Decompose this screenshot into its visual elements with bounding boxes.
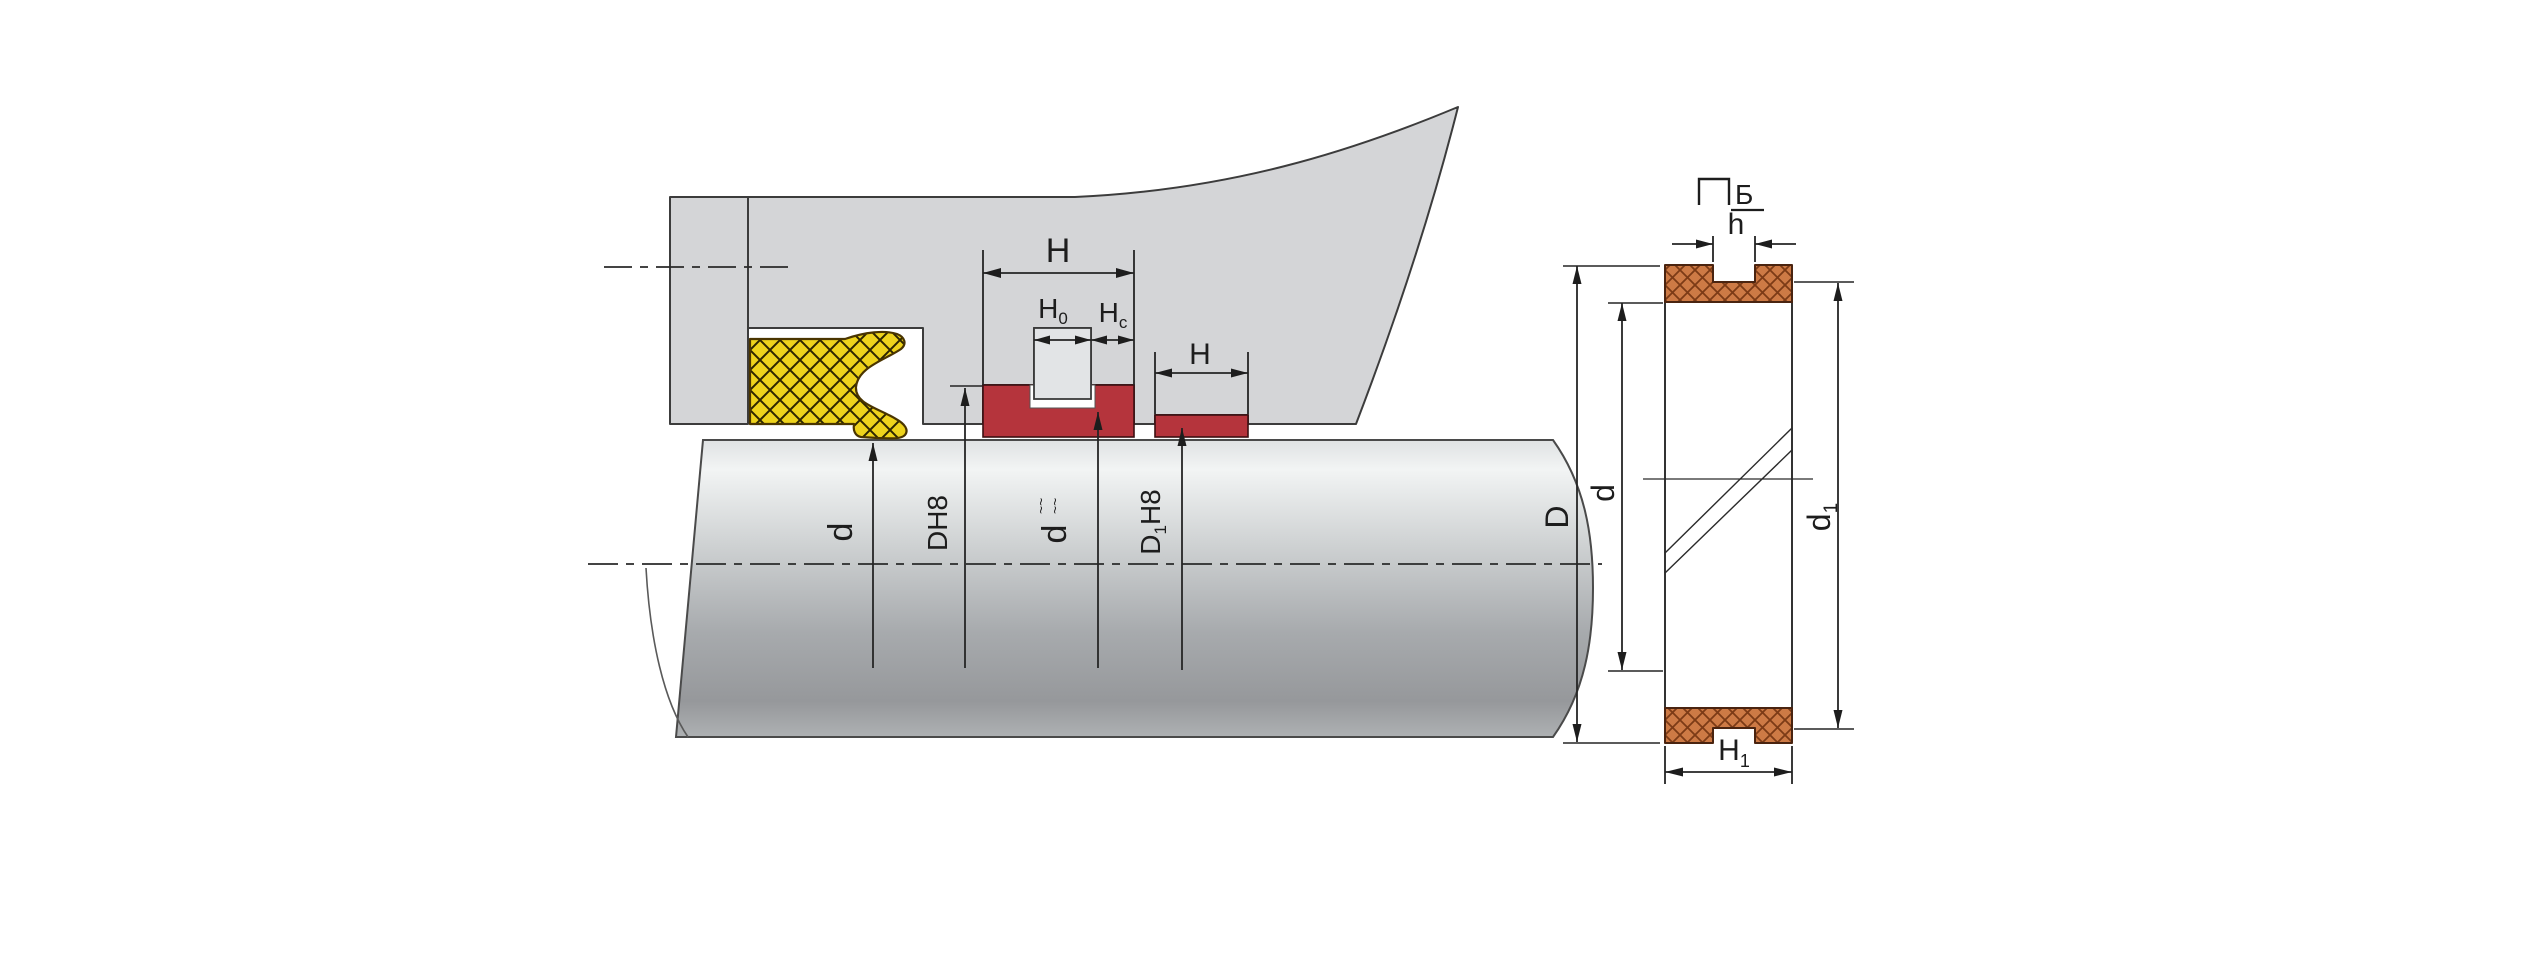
- dim-label-H0: H0: [1038, 293, 1068, 328]
- callout-bore-diameter: D1H8: [1135, 428, 1187, 670]
- slot-diameter-tolerance-lower: ~~: [1047, 498, 1063, 514]
- ring-bottom-fabric-block: [1664, 707, 1793, 744]
- datum-letter: Б: [1735, 179, 1753, 210]
- dim-label-D: D: [1539, 505, 1575, 528]
- dim-label-h: h: [1728, 208, 1745, 241]
- ring-cut-line-2: [1664, 449, 1793, 574]
- dim-side-diameter: d1: [1794, 281, 1854, 730]
- ring-top-fabric-block: [1664, 264, 1793, 303]
- label-slot-diameter: d: [1036, 525, 1074, 544]
- dim-ring-width: H1: [1664, 734, 1793, 784]
- datum-symbol: Б: [1697, 177, 1764, 212]
- dim-inner-diameter: d: [1585, 302, 1663, 672]
- guide-strip: [1154, 414, 1249, 438]
- dim-label-d1: d1: [1801, 503, 1842, 531]
- dim-slot-width: H0: [1034, 293, 1091, 345]
- callout-slot-diameter: d ~~ ~~: [1033, 412, 1103, 668]
- callout-groove-diameter: DH8: [922, 385, 982, 668]
- dim-groove-width: H: [982, 232, 1135, 385]
- dim-strip-width: H: [1154, 338, 1249, 414]
- label-rod-diameter: d: [822, 523, 860, 542]
- dim-label-H: H: [1046, 232, 1071, 270]
- label-groove-diameter: DH8: [922, 495, 953, 551]
- wiper-seal: [748, 330, 908, 440]
- ring-cross-section-view: Б h D d: [1539, 177, 1854, 784]
- dim-label-H1: H1: [1718, 734, 1750, 771]
- datum-frame-icon: [1697, 177, 1731, 205]
- installation-view: H H0 Hc H: [588, 106, 1602, 738]
- label-bore-diameter: D1H8: [1135, 489, 1170, 555]
- dim-outer-diameter: D: [1539, 265, 1660, 744]
- dim-label-d: d: [1585, 484, 1621, 502]
- dim-label-H-strip: H: [1189, 338, 1211, 371]
- dim-slot-side: Hc: [1091, 297, 1134, 345]
- callout-rod-diameter: d: [822, 443, 878, 668]
- ring-cut-line-1: [1664, 427, 1793, 554]
- shaft: [674, 439, 1595, 738]
- shaft-left-end-arc: [645, 567, 689, 738]
- slot-diameter-tolerance-upper: ~~: [1033, 498, 1049, 514]
- dim-label-Hc: Hc: [1099, 297, 1128, 332]
- dim-notch-width: h: [1672, 208, 1796, 262]
